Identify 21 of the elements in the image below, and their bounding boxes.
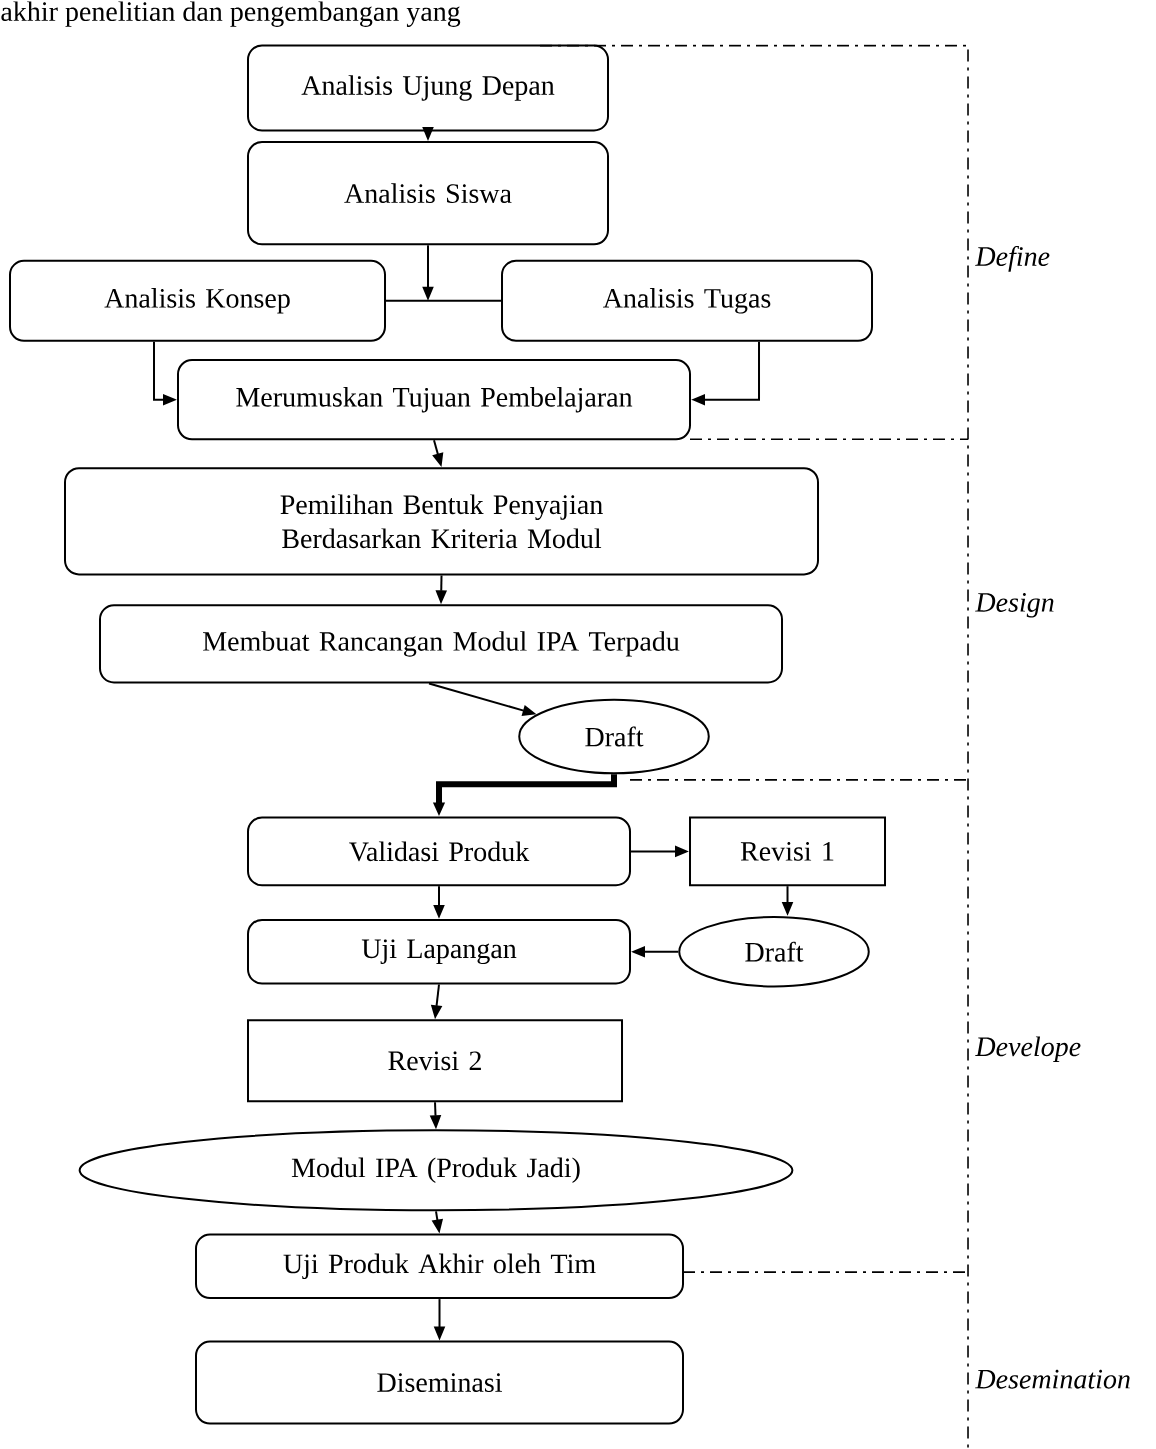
body-text: akhir penelitian dan pengembangan yang — [1, 1, 461, 27]
phase-label: Desemination — [975, 1369, 1130, 1389]
process-box: Analisis Ujung Depan — [247, 44, 609, 132]
process-box: Membuat Rancangan Modul IPA Terpadu — [99, 604, 783, 684]
process-box: Uji Lapangan — [247, 918, 631, 985]
phase-label: Develope — [975, 1036, 1081, 1062]
process-box: Analisis Konsep — [9, 259, 386, 342]
process-box: Merumuskan Tujuan Pembelajaran — [177, 359, 691, 441]
process-box: Revisi 2 — [247, 1019, 623, 1103]
process-box: Diseminasi — [195, 1340, 684, 1425]
phase-label: Define — [975, 245, 1050, 272]
process-box: Uji Produk Akhir oleh Tim — [195, 1233, 684, 1300]
ellipse-node: Modul IPA (Produk Jadi) — [78, 1129, 794, 1212]
process-box: Validasi Produk — [247, 816, 631, 887]
process-box: Analisis Tugas — [501, 259, 873, 342]
ellipse-node: Draft — [518, 698, 710, 775]
process-box: Revisi 1 — [689, 816, 886, 887]
phase-label: Design — [975, 593, 1054, 618]
process-box: Analisis Siswa — [247, 141, 609, 246]
ellipse-node: Draft — [678, 916, 870, 988]
process-box: Pemilihan Bentuk Penyajian Berdasarkan Kriteria Modul — [64, 467, 819, 576]
